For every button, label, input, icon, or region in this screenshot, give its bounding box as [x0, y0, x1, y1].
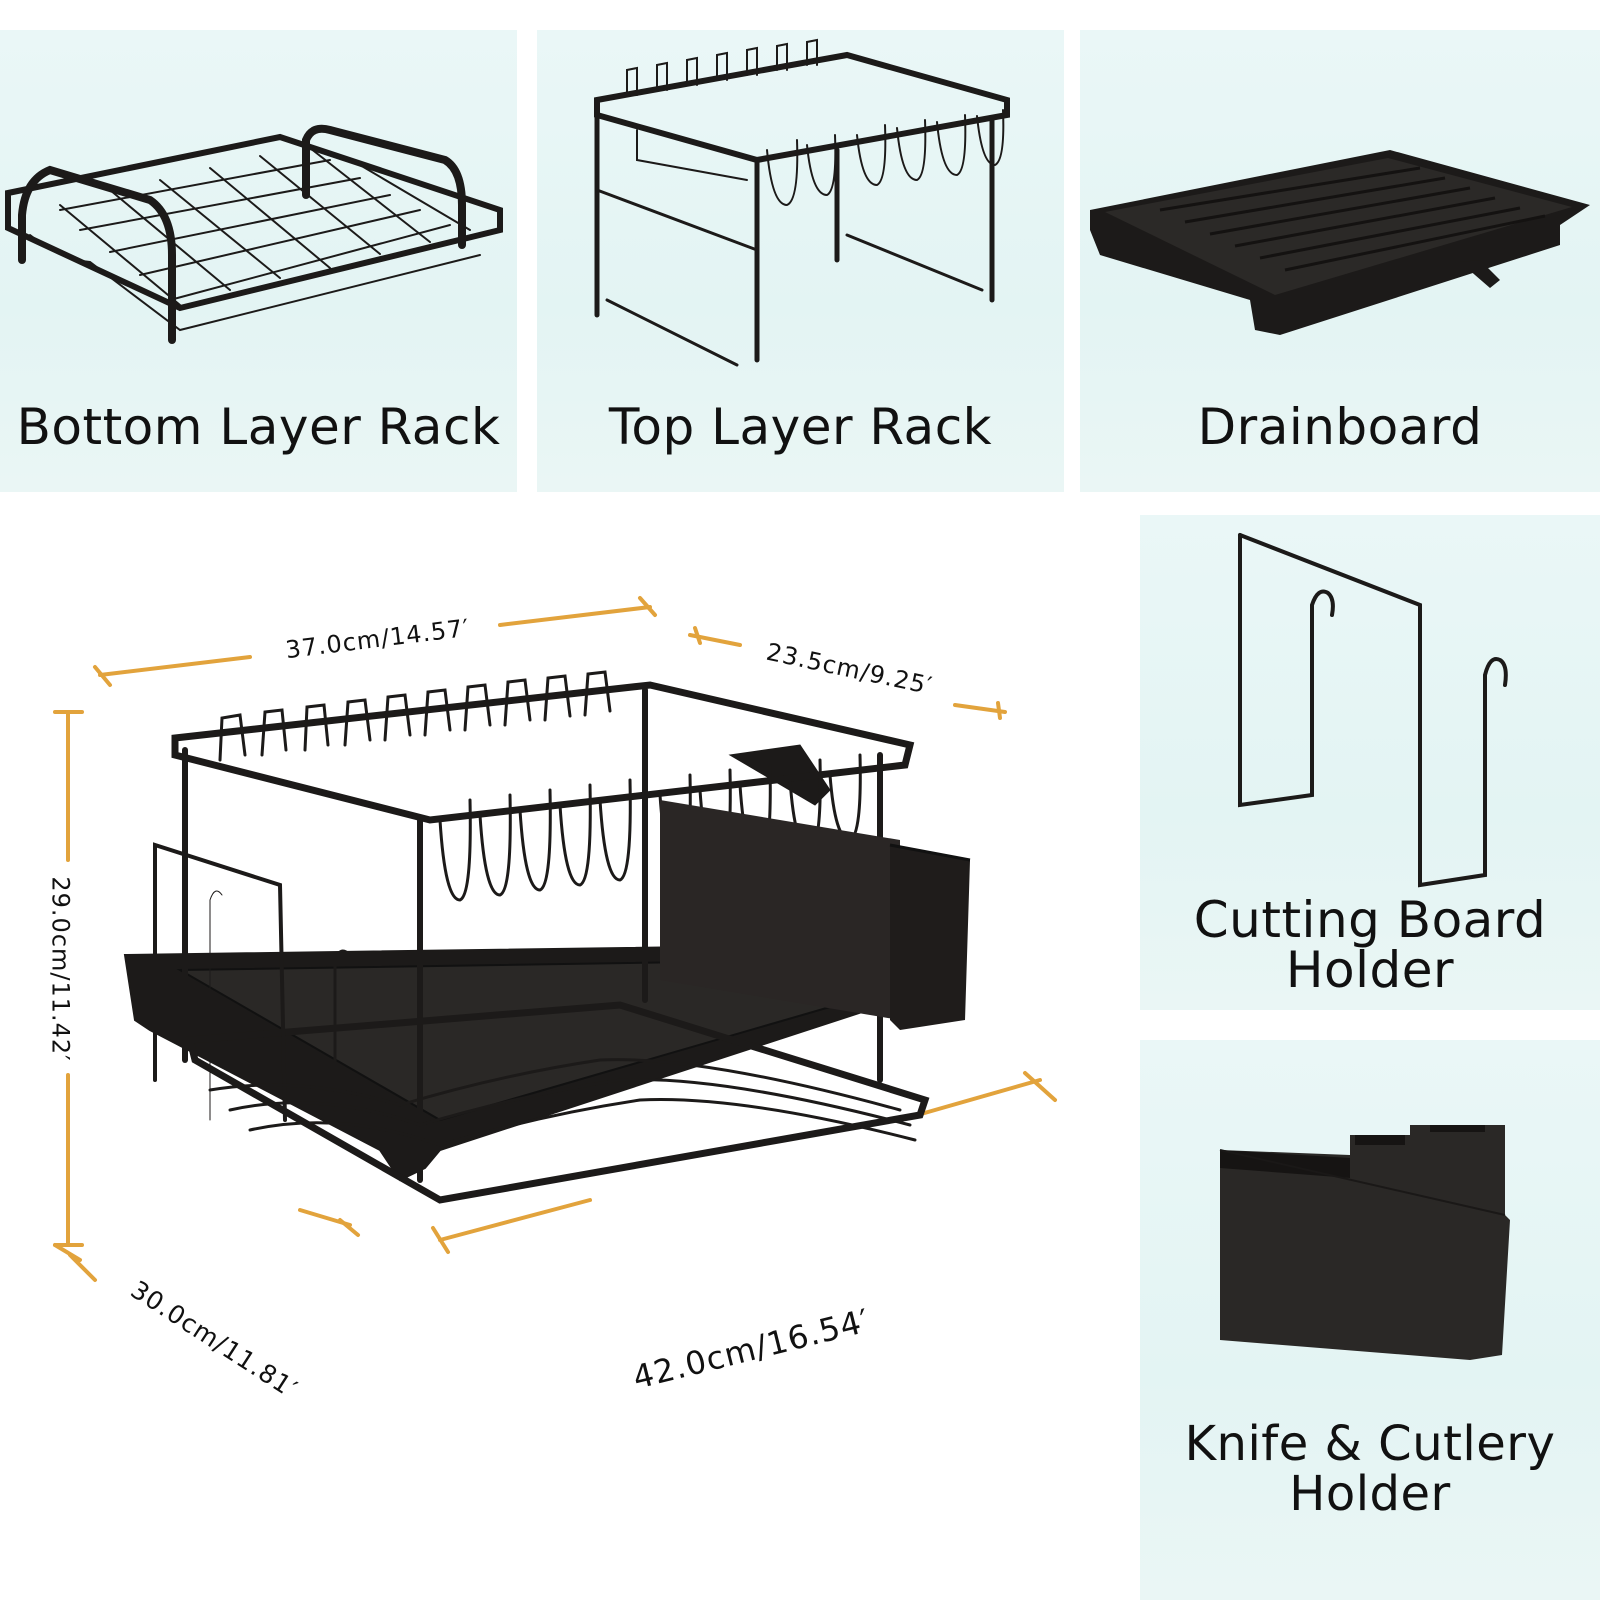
- panel-bottom-layer-rack: Bottom Layer Rack: [0, 30, 517, 492]
- panel-drainboard: Drainboard: [1080, 30, 1600, 492]
- cutting-board-holder-image: [1238, 533, 1508, 888]
- knife-cutlery-holder-label-line2: Holder: [1289, 1466, 1451, 1522]
- panel-cutting-board-holder: Cutting Board Holder: [1140, 515, 1600, 1010]
- dimension-height: 29.0cm/11.42′: [46, 876, 75, 1062]
- top-layer-rack-image: [594, 38, 1010, 367]
- assembled-rack-diagram: 37.0cm/14.57′ 23.5cm/9.25′ 29.0cm/11.42′…: [0, 500, 1120, 1600]
- panel-top-layer-rack: Top Layer Rack: [537, 30, 1064, 492]
- top-layer-rack-label: Top Layer Rack: [608, 398, 993, 456]
- knife-cutlery-holder-label-line1: Knife & Cutlery: [1184, 1416, 1556, 1472]
- drainboard-label: Drainboard: [1197, 398, 1483, 456]
- panel-knife-cutlery-holder: Knife & Cutlery Holder: [1140, 1040, 1600, 1600]
- bottom-layer-rack-label: Bottom Layer Rack: [16, 398, 501, 456]
- assembled-rack-image: [53, 596, 1057, 1282]
- bottom-layer-rack-image: [5, 124, 503, 344]
- cutting-board-holder-label-line2: Holder: [1285, 941, 1455, 999]
- drainboard-image: [1090, 150, 1590, 335]
- cutting-board-holder-label-line1: Cutting Board: [1193, 891, 1547, 949]
- knife-cutlery-holder-image: [1219, 1125, 1510, 1360]
